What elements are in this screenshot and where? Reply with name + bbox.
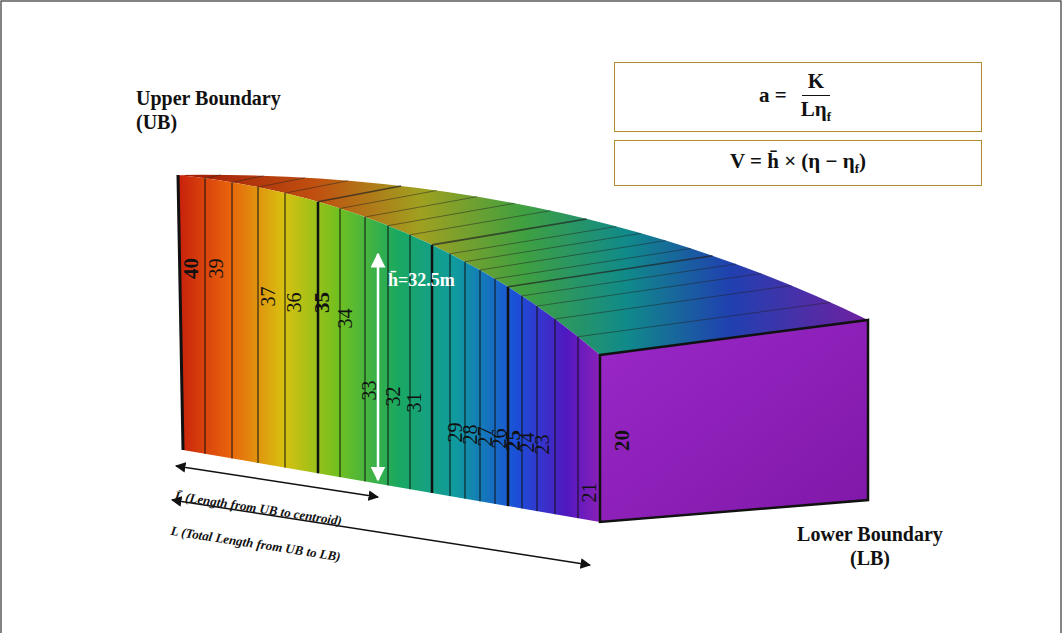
contour-line [365, 197, 477, 217]
contour-line [365, 217, 366, 481]
contour-line [522, 264, 736, 296]
contour-line [285, 193, 286, 467]
contour-number: 33 [358, 380, 381, 400]
contour-number: 32 [382, 386, 405, 406]
dimension-label: L (Total Length from UB to LB) [170, 523, 342, 565]
contour-number: 35 [310, 292, 335, 313]
fraction: KLηf [795, 69, 837, 125]
contour-line [410, 211, 550, 235]
dimension-label: L̄ (Length from UB to centroid) [174, 488, 343, 529]
contour-line [450, 227, 616, 254]
contour-line [388, 226, 389, 486]
contour-line [232, 176, 264, 182]
contour-number: 39 [205, 258, 228, 278]
contour-number: 36 [283, 292, 306, 312]
formula: a = KLηf [759, 69, 837, 125]
contour-number: 21 [578, 482, 601, 502]
contour-line [555, 286, 791, 319]
contour-line [258, 178, 305, 187]
formula-text: a = [759, 83, 787, 107]
height-label: h̄=32.5m [388, 270, 455, 291]
denominator: Lηf [795, 96, 837, 125]
formula-text: Lη [801, 97, 827, 121]
contour-line [258, 187, 259, 463]
contour-line [388, 203, 515, 225]
contour-number: 37 [257, 286, 280, 306]
contour-line [285, 181, 348, 193]
formula: V = h̄ × (η − ηf) [730, 149, 866, 177]
contour-line [537, 306, 538, 511]
contour-number: 31 [403, 392, 426, 412]
formula-text: ) [859, 149, 866, 173]
contour-line [317, 202, 320, 474]
boundary-label: Upper Boundary (UB) [136, 86, 286, 134]
subscript: f [827, 109, 831, 124]
contour-line [495, 279, 496, 504]
contour-line [465, 233, 641, 261]
contour-line [205, 175, 221, 178]
contour-line [450, 254, 451, 496]
contour-line [205, 178, 206, 454]
boundary-label: Lower Boundary (LB) [795, 522, 945, 570]
contour-line [340, 191, 437, 209]
formula-box: a = KLηf [614, 62, 982, 132]
contour-line [432, 219, 587, 245]
formula-box: V = h̄ × (η − ηf) [614, 140, 982, 186]
contour-line [480, 270, 481, 501]
contour-line [508, 256, 713, 287]
numerator: K [802, 69, 830, 96]
formula-text: V = [730, 149, 767, 173]
contour-number: 23 [531, 434, 554, 454]
contour-line [555, 319, 556, 514]
contour-line [480, 241, 666, 270]
contour-number: 34 [334, 308, 357, 328]
contour-number: 40 [179, 258, 204, 279]
subscript: f [855, 161, 859, 176]
contour-line [578, 302, 830, 336]
contour-line [537, 273, 761, 306]
contour-line [232, 182, 233, 458]
contour-line [465, 262, 466, 499]
contour-line [522, 296, 523, 509]
formula-text: h̄ × (η − η [767, 149, 854, 173]
contour-line [340, 208, 341, 477]
contour-line [507, 287, 510, 506]
contour-number: 20 [610, 430, 635, 451]
